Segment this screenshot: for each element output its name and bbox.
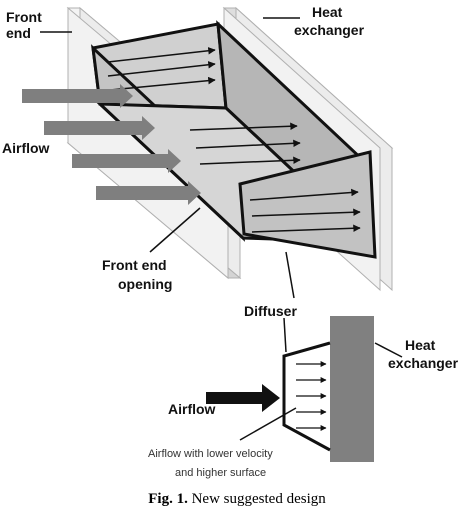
airflow-top-label: Airflow [2,140,50,156]
note-label: Airflow with lower velocity [148,448,273,460]
internal-airflow-arrows [107,47,361,233]
note-label-line2: and higher surface [175,467,266,479]
caption-prefix: Fig. 1. [148,491,188,507]
caption-text: New suggested design [188,491,326,507]
diffuser-label: Diffuser [244,303,297,319]
front-end-label: Front [6,9,42,25]
airflow-bottom-label: Airflow [168,401,216,417]
heat-exchanger-top-label-line2: exchanger [294,22,365,38]
heat-exchanger-top-label: Heat [312,4,343,20]
bottom-diffuser-diagram [206,316,374,462]
heat-exchanger-bottom-label-line2: exchanger [388,355,459,371]
leader-lines [40,17,403,441]
front-end-label-line2: end [6,25,31,41]
front-end-opening-label: Front end [102,257,167,273]
figure-caption: Fig. 1. New suggested design [148,491,326,507]
external-airflow-arrows [22,84,201,205]
airflow-big-arrow [206,384,280,412]
heat-exchanger-block [330,316,374,462]
front-end-opening-label-line2: opening [118,276,172,292]
heat-exchanger-bottom-label: Heat [405,337,436,353]
